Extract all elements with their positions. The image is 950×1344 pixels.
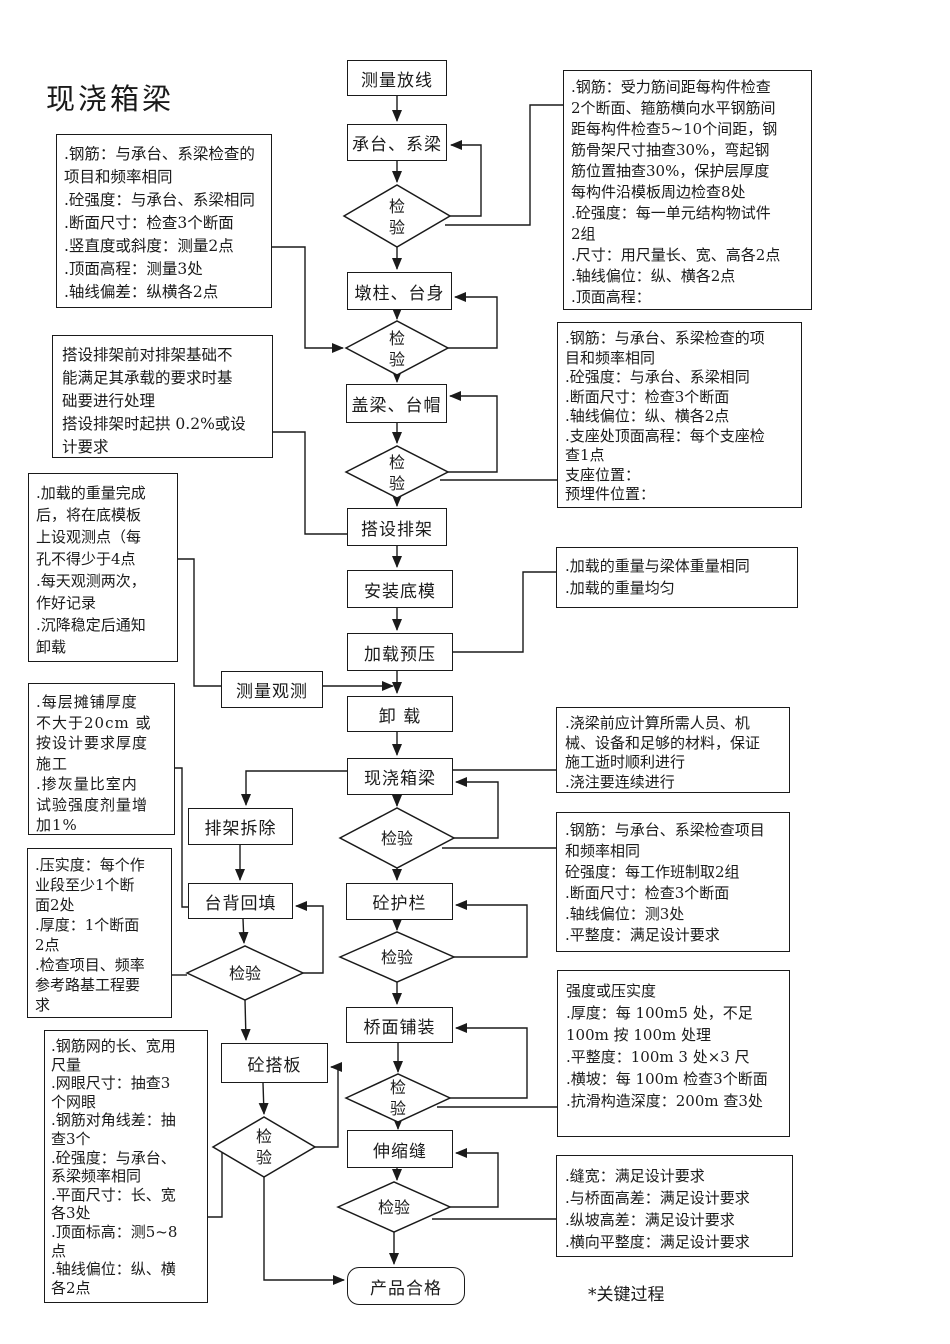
annotation-observation-notes: .加载的重量完成 后，将在底模板 上设观测点（每 孔不得少于4点 .每天观测两次… — [28, 473, 178, 662]
decision-diamonds — [185, 184, 456, 1233]
annotation-pilecap-checks: .钢筋：受力筋间距每构件检查 2个断面、箍筋横向水平钢筋间 距每构件检查5~10… — [563, 70, 812, 310]
annotation-joint-checks: .缝宽：满足设计要求 .与桥面高差：满足设计要求 .纵坡高差：满足设计要求 .横… — [556, 1155, 793, 1257]
node-concrete-guardrail: 砼护栏 — [346, 883, 453, 920]
node-measure-layout: 测量放线 — [347, 60, 447, 96]
node-deck-pavement: 桥面铺装 — [346, 1007, 453, 1043]
node-product-qualified: 产品合格 — [347, 1267, 465, 1305]
node-pile-cap: 承台、系梁 — [347, 124, 447, 161]
inspect-diamond-3 — [344, 445, 450, 499]
node-expansion-joint: 伸缩缝 — [347, 1130, 453, 1168]
node-approach-slab: 砼搭板 — [221, 1043, 328, 1083]
node-abutment-backfill: 台背回填 — [188, 883, 293, 919]
node-pier-abutment: 墩柱、台身 — [347, 272, 452, 310]
node-cap-beam: 盖梁、台帽 — [346, 384, 447, 423]
inspect-diamond-left-2 — [211, 1116, 317, 1178]
flow-arrows — [235, 96, 403, 1285]
annotation-preload-notes: .加载的重量与梁体重量相同 .加载的重量均匀 — [556, 547, 798, 608]
node-erect-falsework: 搭设排架 — [347, 508, 447, 546]
annotation-slab-checks: .钢筋网的长、宽用 尺量 .网眼尺寸：抽查3 个网眼 .钢筋对角线差：抽 查3个… — [44, 1030, 208, 1303]
inspect-diamond-2 — [344, 320, 450, 376]
annotation-pier-checks: .钢筋：与承台、系梁检查的 项目和频率相同 .砼强度：与承台、系梁相同 .断面尺… — [56, 134, 272, 308]
annotation-compaction-checks: .压实度：每个作 业段至少1个断 面2处 .厚度：1个断面 2点 .检查项目、频… — [27, 848, 172, 1018]
annotation-pavement-checks: 强度或压实度 .厚度：每 100m5 处，不足 100m 按 100m 处理 .… — [557, 970, 790, 1137]
node-unload: 卸 载 — [347, 696, 453, 732]
node-falsework-removal: 排架拆除 — [188, 808, 293, 845]
inspect-diamond-4 — [338, 807, 456, 869]
key-process-footnote: *关键过程 — [588, 1285, 665, 1305]
annotation-backfill-layers: .每层摊铺厚度 不大于20cm 或 按设计要求厚度 施工 .掺灰量比室内 试验强… — [28, 683, 175, 835]
inspect-diamond-1 — [342, 184, 452, 248]
node-install-formwork: 安装底模 — [347, 570, 453, 608]
inspect-diamond-7 — [336, 1181, 452, 1233]
annotation-girder-checks: .钢筋：与承台、系梁检查项目 和频率相同 砼强度：每工作班制取2组 .断面尺寸：… — [556, 812, 790, 952]
annotation-falsework-notes: 搭设排架前对排架基础不 能满足其承载的要求时基 础要进行处理 搭设排架时起拱 0… — [52, 335, 273, 458]
inspect-diamond-5 — [338, 931, 456, 983]
node-preload: 加载预压 — [347, 633, 453, 671]
node-survey-observe: 测量观测 — [221, 671, 323, 708]
annotation-casting-notes: .浇梁前应计算所需人员、机 械、设备和足够的材料，保证 施工逝时顺利进行 .浇注… — [556, 707, 790, 793]
inspect-diamond-6 — [344, 1073, 452, 1123]
feedback-loops — [295, 140, 528, 1208]
page-title: 现浇箱梁 — [46, 82, 175, 116]
annotation-capbeam-checks: .钢筋：与承台、系梁检查的项 目和频率相同 .砼强度：与承台、系梁相同 .断面尺… — [557, 322, 802, 508]
node-cast-box-girder: 现浇箱梁 — [347, 758, 453, 795]
inspect-diamond-left-1 — [185, 945, 305, 1001]
